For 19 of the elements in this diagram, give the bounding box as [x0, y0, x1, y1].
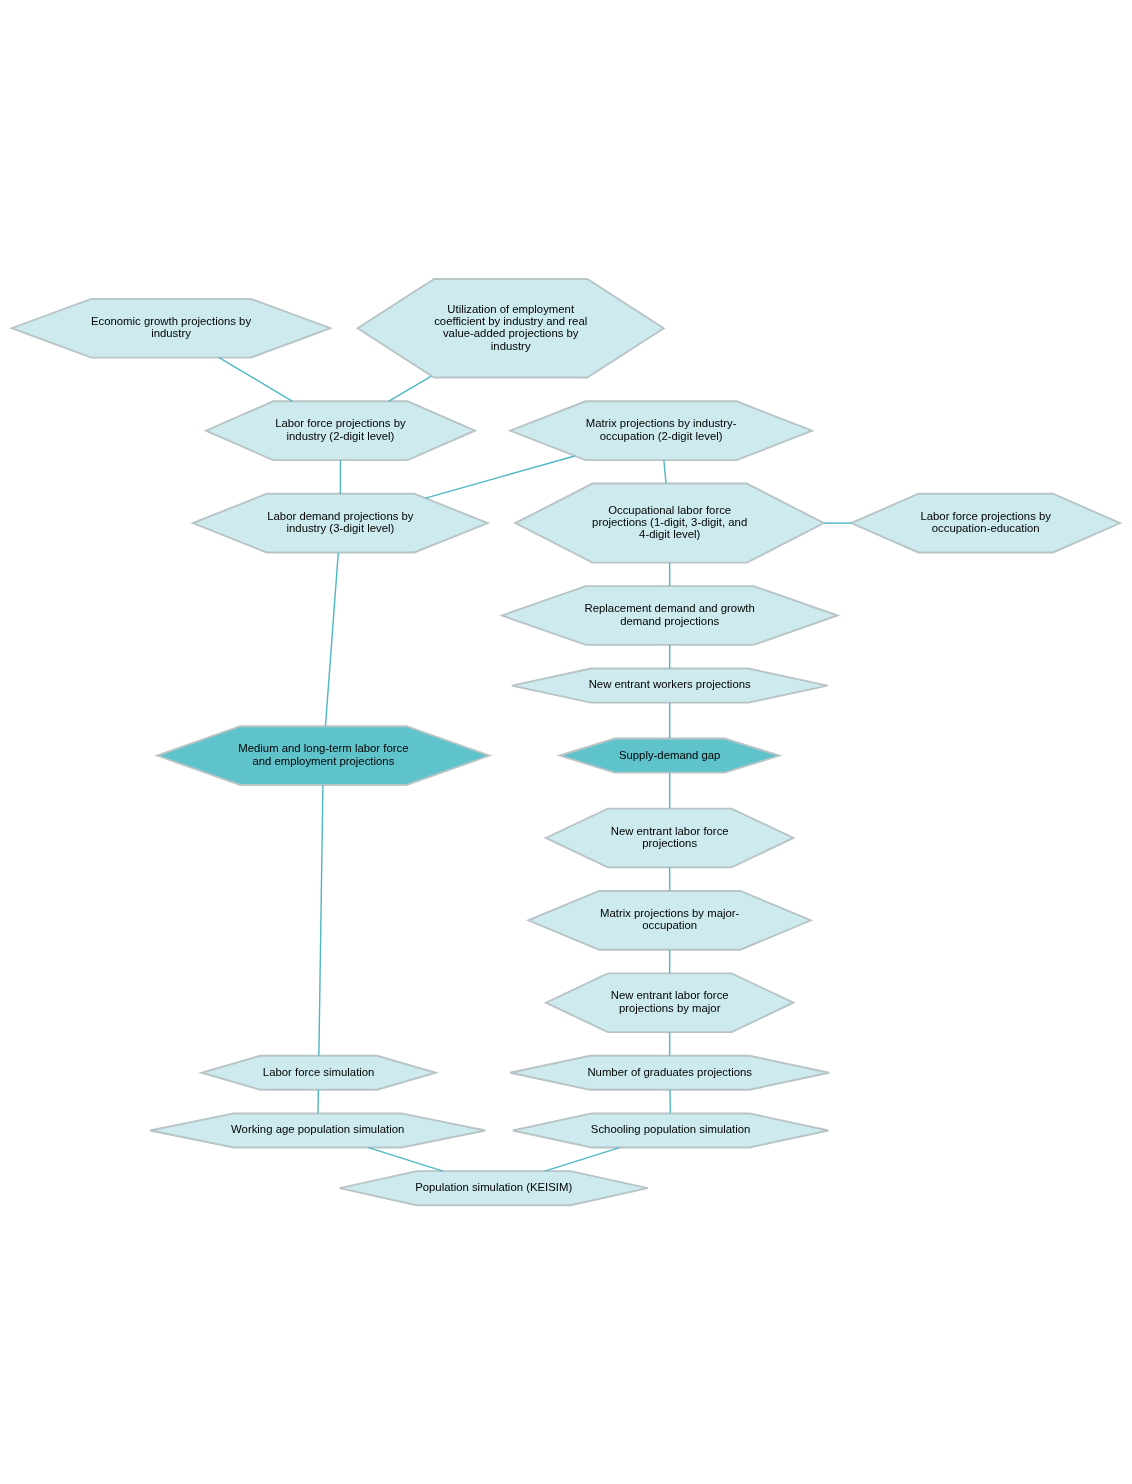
connector	[668, 772, 671, 810]
connector	[424, 455, 576, 499]
connector	[668, 949, 671, 974]
connector	[339, 459, 342, 495]
connector	[668, 701, 671, 739]
connector	[663, 459, 667, 485]
connector	[367, 1146, 444, 1172]
connector	[823, 522, 852, 524]
connector	[324, 552, 339, 727]
connector	[317, 1089, 320, 1114]
connector	[318, 784, 324, 1057]
connector	[218, 357, 294, 402]
connector	[668, 1031, 671, 1057]
connector	[544, 1146, 621, 1172]
connector	[668, 866, 671, 892]
connector	[668, 644, 671, 670]
connector	[668, 562, 671, 587]
connector	[669, 1089, 672, 1114]
connector	[387, 375, 433, 403]
